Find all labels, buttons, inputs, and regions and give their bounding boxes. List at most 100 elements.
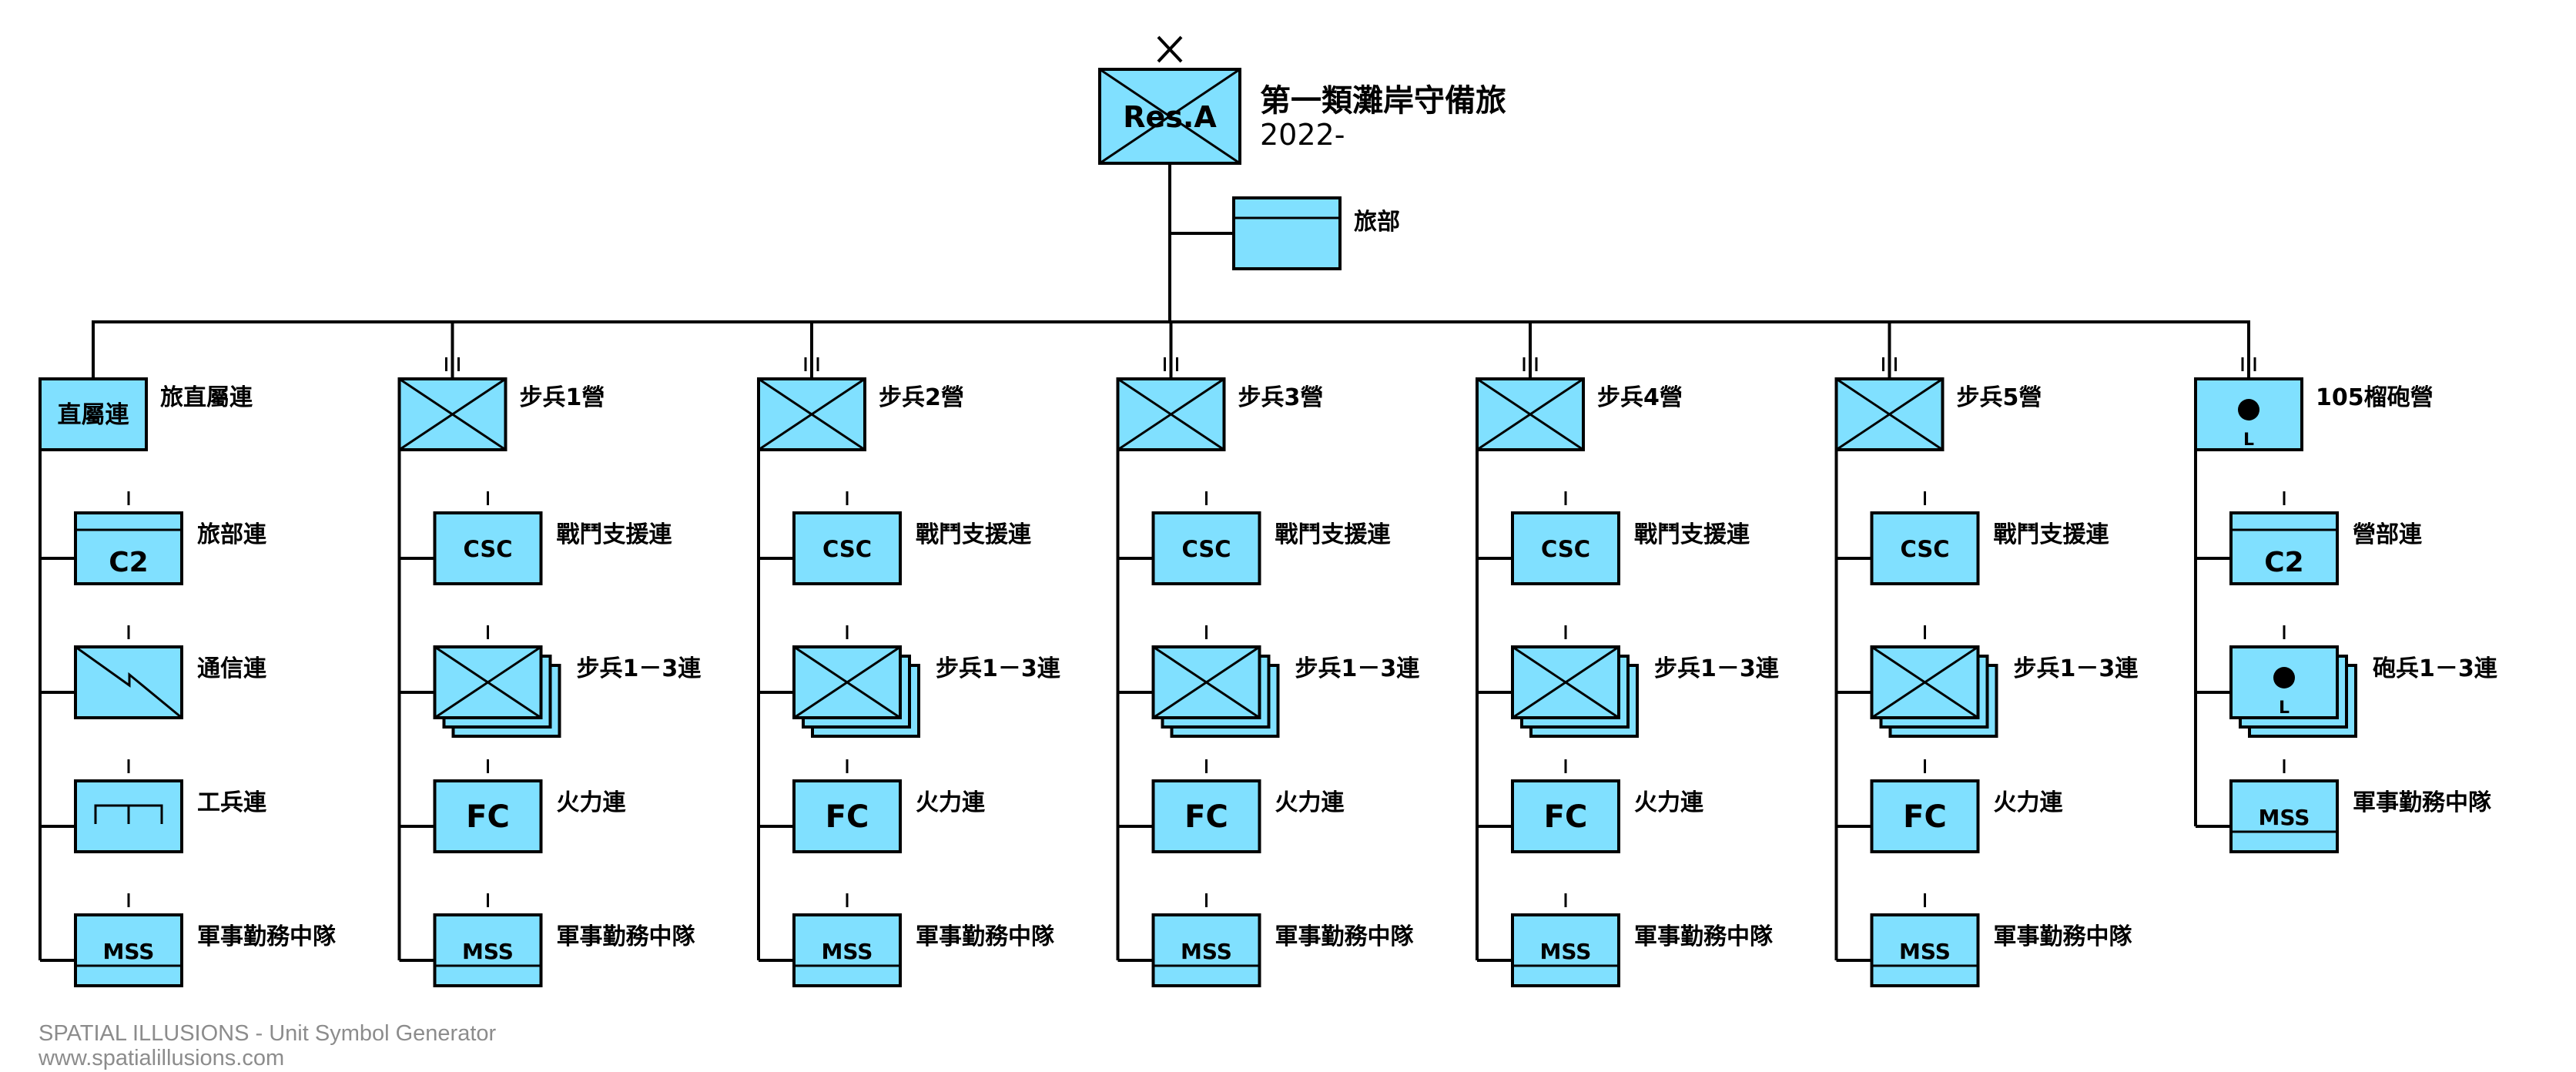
subunit-name: 軍事勤務中隊 [557, 923, 695, 950]
subunit-name: 營部連 [2353, 521, 2423, 548]
symbol-frame [1870, 779, 1980, 853]
symbol-text: MSS [103, 939, 155, 964]
signal-bolt [75, 645, 183, 719]
footer-website: www.spatialillusions.com [38, 1046, 284, 1070]
infantry-cross [398, 377, 507, 451]
symbol-text: MSS [1540, 939, 1592, 964]
subunit-node: 步兵1－3連 [792, 625, 1061, 738]
subunit-name: 步兵1－3連 [936, 655, 1061, 682]
subunit-name: 戰鬥支援連 [1634, 521, 1750, 548]
battalion-name: 步兵5營 [1957, 384, 2042, 411]
infantry-cross [1476, 377, 1584, 451]
symbol-frame [1870, 511, 1980, 585]
symbol-text: FC [466, 799, 510, 835]
symbol-text: MSS [1899, 939, 1951, 964]
subunit-name: 戰鬥支援連 [1275, 521, 1392, 548]
battalion-name: 步兵4營 [1597, 384, 1683, 411]
symbol-frame [74, 913, 183, 987]
symbol-frame [74, 511, 183, 585]
symbol-frame [1511, 779, 1620, 853]
symbol-text: FC [1903, 799, 1947, 835]
symbol-frame [792, 511, 902, 585]
subunit-node: MSS 軍事勤務中隊 [1870, 893, 2132, 987]
symbol-frame [433, 779, 543, 853]
subunit-node: CSC 戰鬥支援連 [1511, 491, 1750, 585]
battalion-name: 步兵2營 [879, 384, 964, 411]
symbol-frame [2229, 511, 2339, 585]
subunit-node: 步兵1－3連 [1870, 625, 2139, 738]
symbol-frame [792, 779, 902, 853]
subunit-node: CSC 戰鬥支援連 [1151, 491, 1392, 585]
symbol-frame [792, 913, 902, 987]
infantry-cross [1835, 377, 1944, 451]
subunit-node: MSS 軍事勤務中隊 [433, 893, 695, 987]
subunit-node: CSC 戰鬥支援連 [1870, 491, 2110, 585]
subunit-name: 火力連 [1275, 789, 1345, 816]
subunit-name: 軍事勤務中隊 [197, 923, 336, 950]
symbol-text: FC [1544, 799, 1588, 835]
symbol-text: FC [826, 799, 869, 835]
infantry-cross [1871, 645, 1979, 719]
subunit-name: 軍事勤務中隊 [1994, 923, 2132, 950]
symbol-text: CSC [1901, 536, 1950, 562]
battalion-name: 步兵1營 [520, 384, 605, 411]
infantry-cross [793, 645, 901, 719]
battalion-name: 105榴砲營 [2316, 384, 2434, 411]
subunit-name: 步兵1－3連 [1295, 655, 1421, 682]
subunit-name: 火力連 [557, 789, 627, 816]
subunit-node: 步兵1－3連 [1511, 625, 1780, 738]
symbol-frame [39, 377, 148, 451]
subunit-name: 戰鬥支援連 [916, 521, 1032, 548]
symbol-frame [1151, 913, 1261, 987]
brigade-symbol-text: Res.A [1123, 100, 1217, 134]
subunit-name: 軍事勤務中隊 [1275, 923, 1414, 950]
symbol-frame [1151, 779, 1261, 853]
symbol-text: FC [1184, 799, 1228, 835]
subunit-name: 軍事勤務中隊 [2353, 789, 2491, 816]
footer-generator: SPATIAL ILLUSIONS - Unit Symbol Generato… [39, 1021, 497, 1046]
subunit-node: 步兵1－3連 [1151, 625, 1421, 738]
brigade-hq-node: 旅部 [1232, 196, 1400, 270]
connector-lines [39, 163, 2250, 962]
symbol-frame [1511, 511, 1620, 585]
hq-name: 旅部 [1354, 209, 1400, 236]
subunit-name: 戰鬥支援連 [557, 521, 673, 548]
infantry-cross [434, 645, 542, 719]
symbol-text: C2 [109, 547, 148, 578]
symbol-frame [1511, 913, 1620, 987]
symbol-text: MSS [462, 939, 514, 964]
subunit-name: 火力連 [916, 789, 986, 816]
artillery-dot [2273, 667, 2295, 688]
battalion-name: 旅直屬連 [160, 384, 253, 411]
subunit-name: 步兵1－3連 [1654, 655, 1780, 682]
subunit-name: 旅部連 [197, 521, 267, 548]
subunit-node: FC 火力連 [1511, 759, 1704, 853]
battalion-name: 步兵3營 [1238, 384, 1324, 411]
subunit-name: 火力連 [1634, 789, 1704, 816]
echelon-mark [1157, 35, 1183, 63]
symbol-frame [2229, 779, 2339, 853]
infantry-cross [758, 377, 866, 451]
brigade-name: 第一類灘岸守備旅 [1260, 83, 1506, 119]
symbol-text: CSC [1182, 536, 1231, 562]
subunit-name: 工兵連 [197, 789, 267, 816]
subunit-node: FC 火力連 [1151, 759, 1345, 853]
subunit-name: 戰鬥支援連 [1994, 521, 2110, 548]
infantry-cross [1512, 645, 1620, 719]
subunit-node: 工兵連 [74, 759, 267, 853]
symbol-text: CSC [1541, 536, 1590, 562]
subunit-node: FC 火力連 [792, 759, 986, 853]
